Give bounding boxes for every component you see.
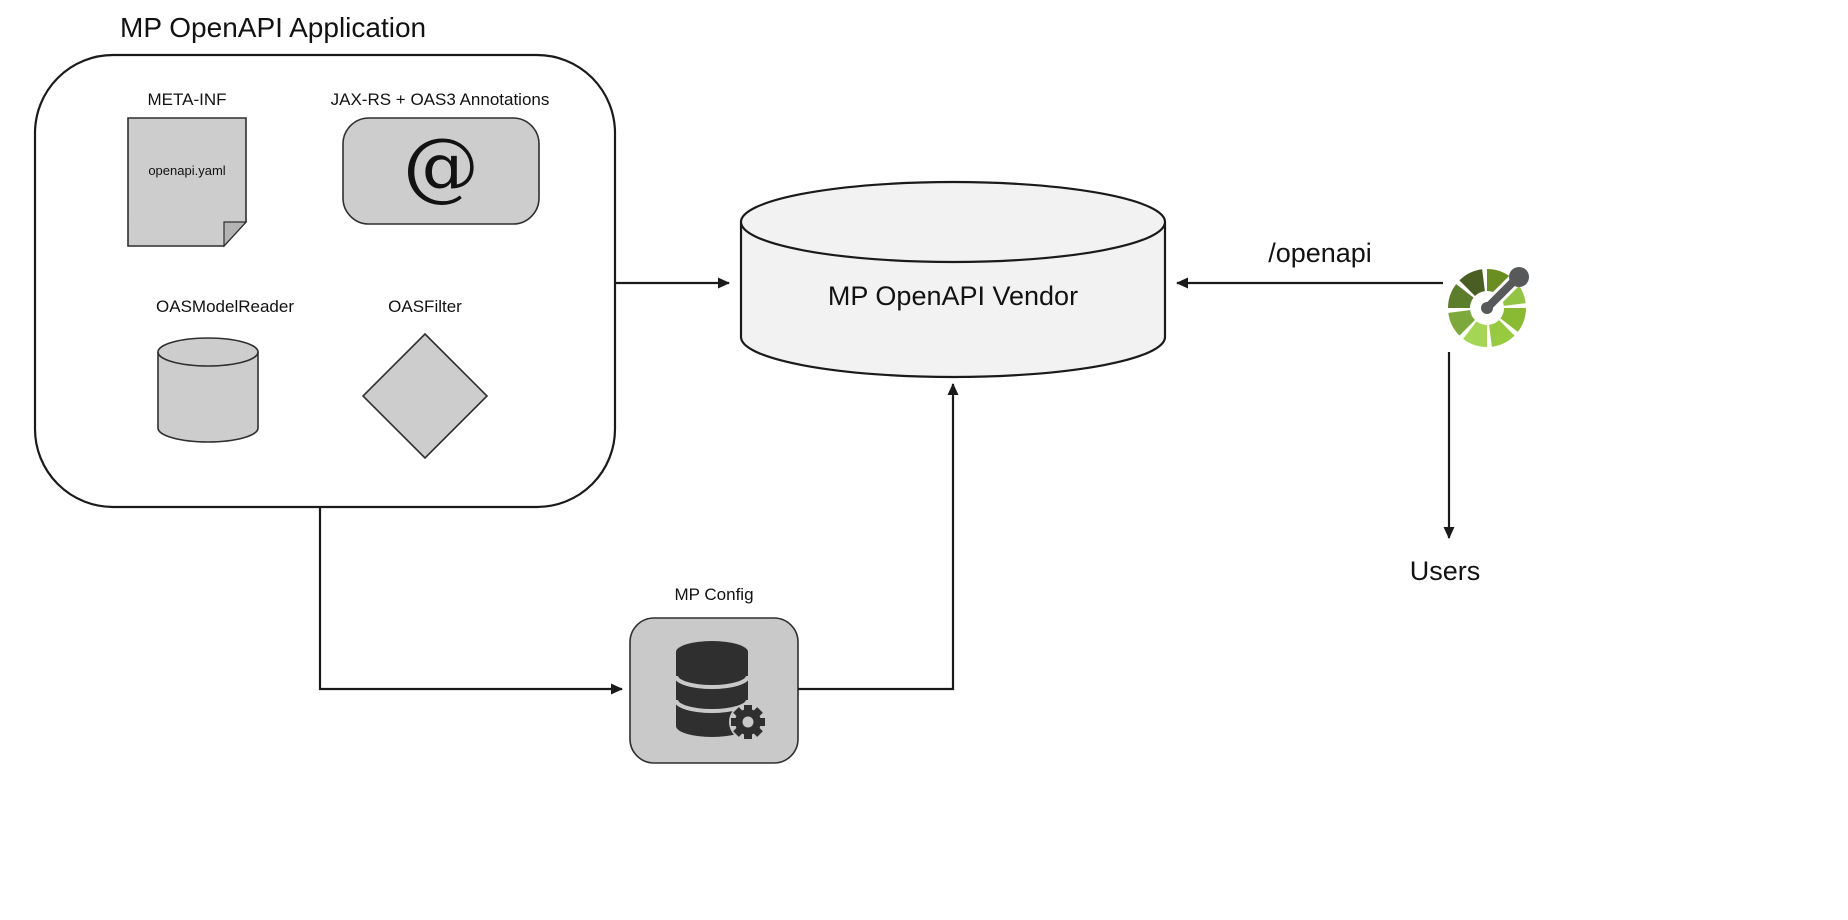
- filter-diamond-icon: [361, 332, 489, 460]
- annotations-label: JAX-RS + OAS3 Annotations: [330, 90, 550, 109]
- microprofile-openapi-logo-icon: [1448, 267, 1529, 347]
- at-symbol: @: [403, 121, 479, 210]
- annotation-at-icon: [342, 117, 540, 225]
- openapi-yaml-label: openapi.yaml: [148, 163, 226, 178]
- diagram-title: MP OpenAPI Application: [120, 12, 427, 43]
- filter-label: OASFilter: [388, 297, 462, 316]
- users-label: Users: [1409, 556, 1481, 586]
- vendor-database-cylinder-icon: [739, 180, 1167, 379]
- model-reader-label: OASModelReader: [156, 297, 294, 316]
- config-database-gear-icon: [674, 641, 767, 741]
- endpoint-label: /openapi: [1268, 238, 1372, 268]
- arrow-app-to-config: [318, 507, 623, 695]
- vendor-label: MP OpenAPI Vendor: [827, 281, 1079, 311]
- arrow-config-to-vendor: [798, 383, 959, 691]
- document-folded-corner-icon: [127, 117, 248, 248]
- small-database-cylinder-icon: [157, 337, 259, 443]
- meta-inf-label: META-INF: [147, 90, 227, 109]
- config-label: MP Config: [674, 585, 754, 604]
